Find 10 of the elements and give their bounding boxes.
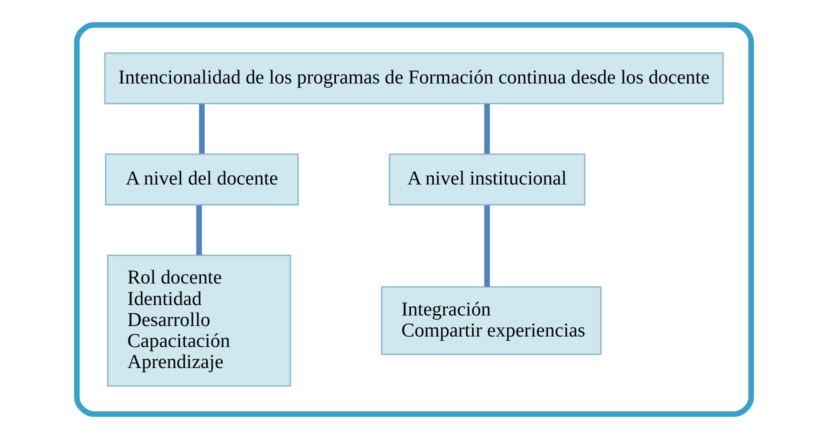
connector [484, 104, 490, 154]
connector [484, 205, 490, 287]
node-box: Intencionalidad de los programas de Formación continua desde los docente [104, 52, 724, 104]
node-box: A nivel del docente [104, 153, 299, 206]
node-box: Rol docente Identidad Desarrollo Capacitación Aprendizaje [107, 254, 292, 387]
connector [199, 104, 205, 154]
node-box: Integración Compartir experiencias [380, 286, 602, 356]
connector [196, 205, 202, 255]
cluster [74, 22, 754, 417]
node-box: A nivel institucional [388, 153, 586, 206]
